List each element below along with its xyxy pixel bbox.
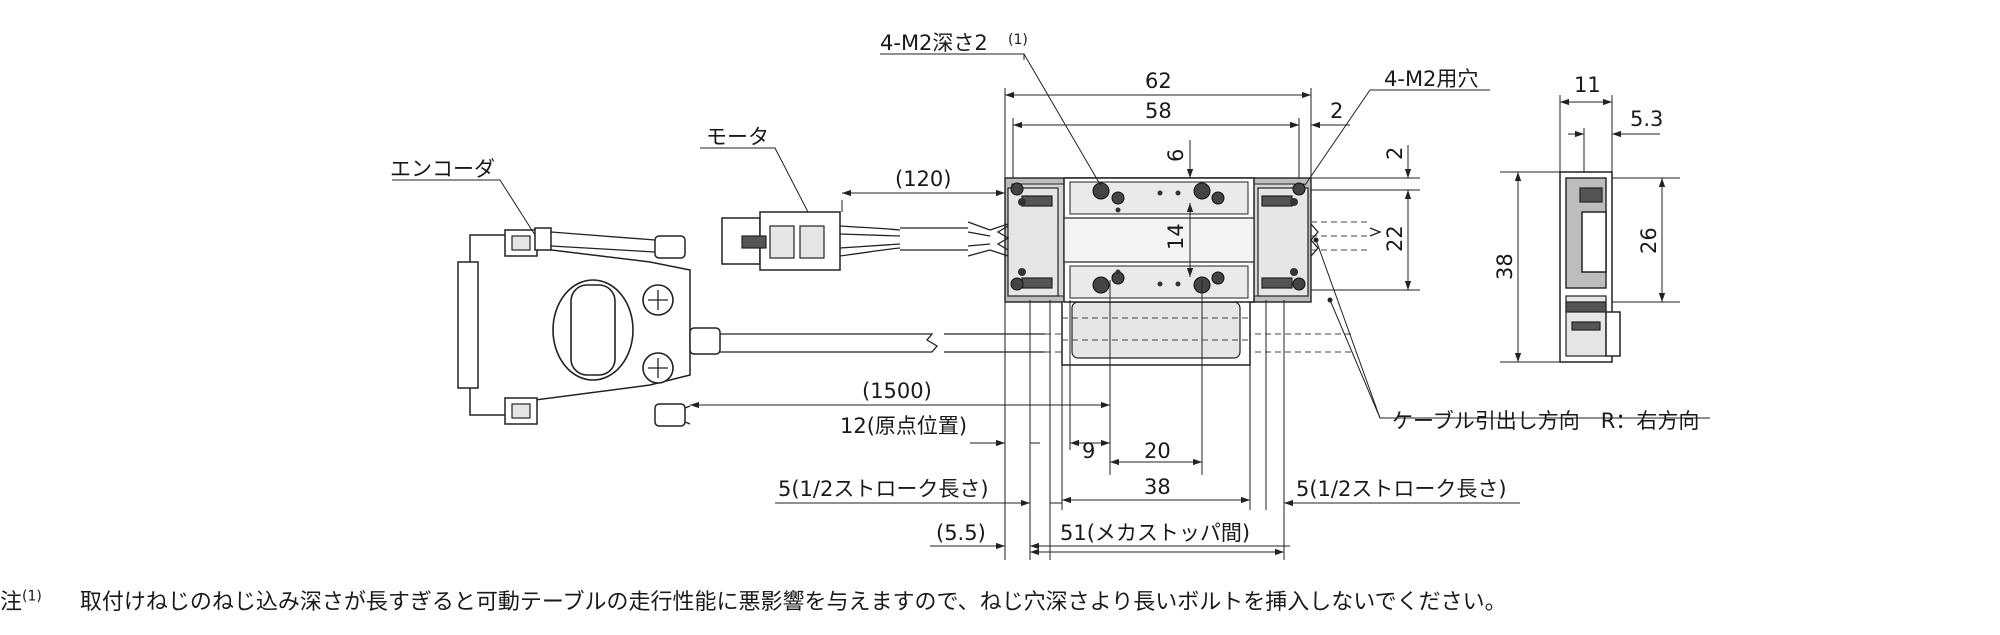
motor-connector: [721, 211, 991, 271]
footnote-prefix: 注: [0, 590, 23, 615]
encoder-connector: [457, 227, 1355, 427]
dim-side-26: 26: [1637, 227, 1661, 254]
stage-side-view: [1559, 171, 1621, 363]
cable-direction-label: ケーブル引出し方向 R：右方向: [1392, 409, 1699, 433]
dim-20: 20: [1144, 439, 1171, 463]
dim-side-11: 11: [1574, 73, 1601, 97]
dim-mech-stop: 51(メカストッパ間): [1060, 521, 1250, 545]
dim-origin: 12(原点位置): [840, 414, 967, 438]
stage-top-view: [989, 177, 1382, 366]
m2-tapped-hole-icon: [1092, 276, 1110, 294]
tapped-holes-label: 4-M2深さ2: [880, 31, 988, 55]
footnote-ref: (1): [22, 588, 42, 605]
dim-22: 22: [1383, 225, 1407, 252]
labels: エンコーダ モータ 4-M2深さ2 (1) 4-M2用穴 ケーブル引出し方向 R…: [390, 31, 1699, 545]
m2-through-hole-icon: [1010, 182, 1024, 196]
dim-side-5-3: 5.3: [1630, 107, 1663, 131]
dim-58: 58: [1145, 99, 1172, 123]
m2-tapped-hole-icon: [1193, 182, 1211, 200]
footnote: 注(1) 取付けねじのねじ込み深さが長すぎると可動テーブルの走行性能に悪影響を与…: [0, 584, 1507, 616]
dim-2-top: 2: [1330, 99, 1343, 123]
footnote-text: 取付けねじのねじ込み深さが長すぎると可動テーブルの走行性能に悪影響を与えますので…: [79, 590, 1507, 615]
dim-38: 38: [1144, 475, 1171, 499]
dim-9: 9: [1082, 439, 1095, 463]
encoder-label: エンコーダ: [390, 157, 495, 181]
dim-14: 14: [1164, 223, 1188, 250]
dim-120: (120): [895, 167, 951, 191]
m2-tapped-hole-icon: [1092, 182, 1110, 200]
motor-label: モータ: [706, 125, 769, 149]
dim-6: 6: [1164, 149, 1188, 162]
dim-2-right: 2: [1383, 147, 1407, 160]
m2-through-hole-icon: [1292, 277, 1306, 291]
through-holes-label: 4-M2用穴: [1384, 67, 1478, 91]
tapped-holes-note-ref: (1): [1008, 32, 1028, 48]
dim-half-stroke-right: 5(1/2ストローク長さ): [1296, 477, 1507, 501]
m2-through-hole-icon: [1292, 182, 1306, 196]
dim-side-38: 38: [1493, 253, 1517, 280]
dimension-lines: [392, 53, 1710, 560]
dim-half-stroke-left: 5(1/2ストローク長さ): [778, 477, 989, 501]
dim-62: 62: [1145, 69, 1172, 93]
dim-5-5: (5.5): [936, 521, 986, 545]
m2-through-hole-icon: [1010, 277, 1024, 291]
dim-1500: (1500): [862, 379, 932, 403]
